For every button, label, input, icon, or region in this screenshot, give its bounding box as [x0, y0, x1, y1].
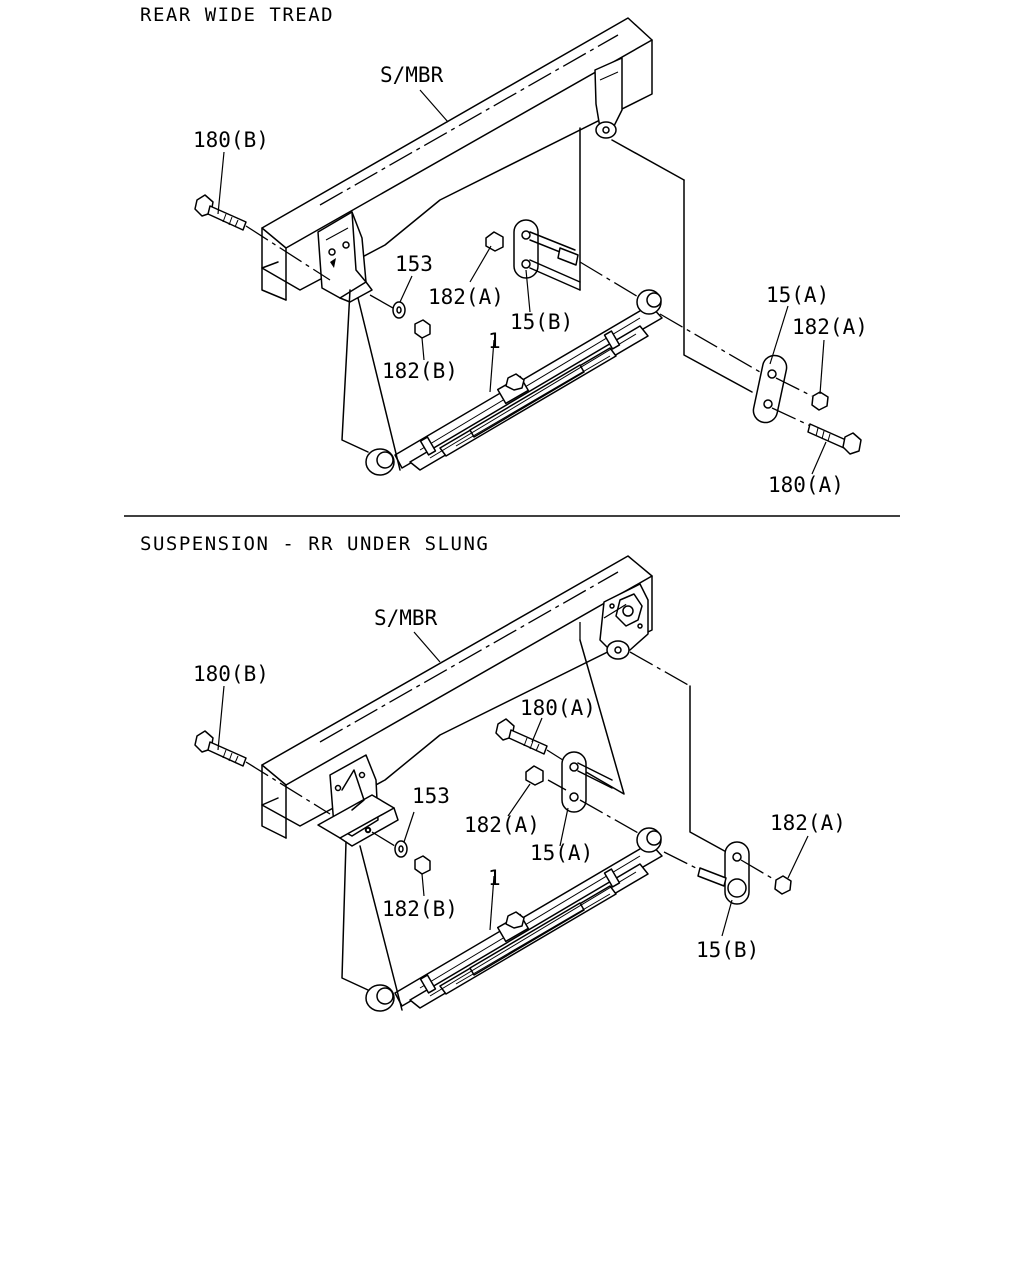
shackle-link-line — [611, 139, 685, 181]
leaf-spring — [365, 827, 663, 1012]
label-15a: 15(A) — [530, 841, 593, 865]
label-182a-inner: 182(A) — [464, 813, 540, 837]
label-182a-outer: 182(A) — [792, 315, 868, 339]
spring-eye-path-2 — [357, 297, 401, 471]
label-s-mbr: S/MBR — [380, 63, 444, 87]
side-member — [261, 17, 653, 301]
section-title: REAR WIDE TREAD — [140, 4, 334, 26]
section-rear-wide-tread: REAR WIDE TREAD — [140, 4, 868, 497]
washer-153 — [365, 827, 408, 858]
label-153: 153 — [412, 784, 450, 808]
spring-eye-path — [341, 841, 369, 991]
shackle-plate-15a — [547, 751, 641, 835]
bolt-180b — [194, 194, 331, 281]
label-15b: 15(B) — [696, 938, 759, 962]
nut-182a-inner — [525, 765, 544, 786]
label-182a-inner: 182(A) — [428, 285, 504, 309]
nut-182a-outer — [774, 875, 792, 895]
shackle-path — [683, 179, 753, 393]
label-182a-outer: 182(A) — [770, 811, 846, 835]
label-spring: 1 — [488, 866, 501, 890]
shackle-plate-15b — [663, 841, 776, 905]
bolt-180a — [495, 718, 567, 763]
shackle-plate-15a — [752, 354, 816, 429]
washer-153 — [369, 294, 406, 319]
label-15b: 15(B) — [510, 310, 573, 334]
label-180b: 180(B) — [193, 128, 269, 152]
rear-shackle-bracket — [594, 57, 623, 139]
spring-eye-path — [341, 289, 369, 453]
label-182b: 182(B) — [382, 359, 458, 383]
label-180a: 180(A) — [768, 473, 844, 497]
section-rr-under-slung: SUSPENSION - RR UNDER SLUNG — [140, 533, 846, 1012]
shackle-v-path — [579, 639, 625, 795]
rear-shackle-bracket — [599, 583, 649, 660]
nut-182b — [414, 855, 431, 875]
label-180b: 180(B) — [193, 662, 269, 686]
label-s-mbr: S/MBR — [374, 606, 438, 630]
label-15a: 15(A) — [766, 283, 829, 307]
shackle-path — [689, 685, 731, 855]
label-182b: 182(B) — [382, 897, 458, 921]
label-spring: 1 — [488, 329, 501, 353]
nut-182b — [414, 319, 431, 339]
spring-eye-path-2 — [359, 845, 403, 1011]
label-180a: 180(A) — [520, 696, 596, 720]
leaf-spring — [365, 289, 663, 476]
bolt-180a — [807, 423, 862, 455]
section-title: SUSPENSION - RR UNDER SLUNG — [140, 533, 489, 555]
nut-182a-outer — [811, 391, 829, 411]
shackle-plate-15b — [513, 219, 761, 373]
label-153: 153 — [395, 252, 433, 276]
front-hanger-bracket — [317, 211, 373, 303]
nut-182a-inner — [485, 231, 504, 252]
bolt-180b — [194, 730, 331, 815]
